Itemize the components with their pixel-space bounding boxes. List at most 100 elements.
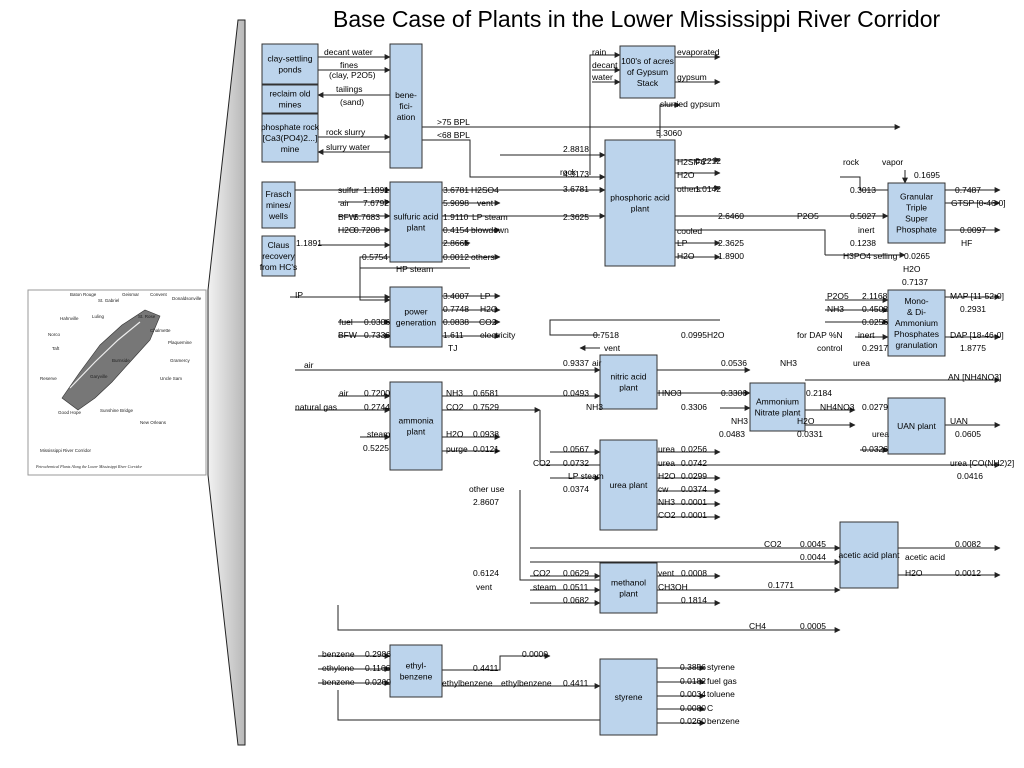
stream-label-v-0-0082: 0.0082 bbox=[955, 539, 981, 549]
stream-label-h2o-a: H2O bbox=[446, 429, 464, 439]
stream-label-v-0-4411b: 0.4411 bbox=[563, 678, 589, 688]
stream-label-v-1-8900: 1.8900 bbox=[718, 251, 744, 261]
stream-label-v-0-3306a: 0.3306 bbox=[721, 388, 747, 398]
map-label: Gramercy bbox=[170, 358, 191, 363]
stream-label-v-0-1695: 0.1695 bbox=[914, 170, 940, 180]
map-label: New Orleans bbox=[140, 420, 167, 425]
box-label: Frasch bbox=[266, 189, 292, 199]
map-label: Sunshine Bridge bbox=[100, 408, 134, 413]
box-label: Stack bbox=[637, 78, 659, 88]
stream-label-v-0-2212: 0.2212 bbox=[695, 156, 721, 166]
stream-label-bfw-s: BFW bbox=[338, 212, 357, 222]
stream-label-benzene1: benzene bbox=[322, 649, 355, 659]
stream-label-v-0-5027: 0.5027 bbox=[850, 211, 876, 221]
box-label: of Gypsum bbox=[627, 67, 668, 77]
stream-label-air-n: air bbox=[592, 358, 602, 368]
stream-label-v-0-0080: 0.0080 bbox=[680, 703, 706, 713]
stream-label-urea-o1: urea bbox=[658, 444, 675, 454]
stream-label-an-out: AN [NH4NO3] bbox=[948, 372, 1001, 382]
stream-label-v-5-9098: 5.9098 bbox=[443, 198, 469, 208]
stream-label-styrene-o: styrene bbox=[707, 662, 735, 672]
box-label: Phosphates bbox=[894, 329, 939, 339]
stream-label-ethylbenzene2: ethylbenzene bbox=[501, 678, 552, 688]
box-label: power bbox=[404, 307, 427, 317]
stream-label-h2o-g: H2O bbox=[480, 304, 498, 314]
stream-label-v-0-7529: 0.7529 bbox=[473, 402, 499, 412]
stream-label-v-0-7748: 0.7748 bbox=[443, 304, 469, 314]
stream-label-v-3-4007: 3.4007 bbox=[443, 291, 469, 301]
stream-label-v-0-4502: 0.4502 bbox=[862, 304, 888, 314]
stream-label-lp-g: LP bbox=[480, 291, 491, 301]
box-label: plant bbox=[619, 383, 638, 393]
stream-label-h2o-m: H2O bbox=[903, 264, 921, 274]
stream-label-v-0-0256b: 0.0256 bbox=[681, 444, 707, 454]
flow-lines bbox=[290, 52, 1001, 726]
stream-label-v-1-0142: 1.0142 bbox=[695, 184, 721, 194]
box-label: Nitrate plant bbox=[755, 408, 801, 418]
box-label: nitric acid bbox=[611, 372, 647, 382]
stream-label-v-0-2931: 0.2931 bbox=[960, 304, 986, 314]
stream-label-v-0-6581: 0.6581 bbox=[473, 388, 499, 398]
stream-label-v-0-0000: 0.0000 bbox=[522, 649, 548, 659]
stream-label-v-0-0682: 0.0682 bbox=[563, 595, 589, 605]
box-label: generation bbox=[396, 318, 436, 328]
stream-label-v-0-1238: 0.1238 bbox=[850, 238, 876, 248]
stream-label-v-0-2917: 0.2917 bbox=[862, 343, 888, 353]
box-label: urea plant bbox=[610, 480, 648, 490]
stream-label-v-0-0260a: 0.0260 bbox=[365, 677, 391, 687]
page-title: Base Case of Plants in the Lower Mississ… bbox=[333, 6, 941, 32]
stream-label-carbon: C bbox=[707, 703, 713, 713]
stream-label-steam-a: steam bbox=[367, 429, 390, 439]
stream-label-v-0-6124: 0.6124 bbox=[473, 568, 499, 578]
box-urea: urea plant bbox=[599, 439, 658, 531]
stream-label-sand: (sand) bbox=[340, 97, 364, 107]
stream-label-toluene: toluene bbox=[707, 689, 735, 699]
stream-label-slurry-water: slurry water bbox=[326, 142, 370, 152]
map-label: Hahnville bbox=[60, 316, 79, 321]
box-label: reclaim old bbox=[269, 89, 310, 99]
zoom-wedge bbox=[207, 19, 246, 746]
box-label: ethyl- bbox=[406, 661, 427, 671]
stream-label-v-0-0629: 0.0629 bbox=[563, 568, 589, 578]
stream-label-v-0-0260b: 0.0260 bbox=[680, 716, 706, 726]
stream-label-v-0-2184: 0.2184 bbox=[806, 388, 832, 398]
map-label: St. Gabriel bbox=[98, 298, 119, 303]
stream-label-urea-c: urea bbox=[853, 358, 870, 368]
box-label: from HC's bbox=[260, 262, 298, 272]
stream-label-v-0-0279: 0.0279 bbox=[862, 402, 888, 412]
box-label: styrene bbox=[615, 692, 643, 702]
box-acetic: acetic acid plant bbox=[839, 521, 900, 589]
box-label: Granular bbox=[900, 192, 933, 202]
stream-label-v-0-2744: 0.2744 bbox=[364, 402, 390, 412]
stream-label-v-0-0374b: 0.0374 bbox=[681, 484, 707, 494]
stream-label-v-0-7200: 0.7200 bbox=[364, 388, 390, 398]
stream-label-v-0-0938: 0.0938 bbox=[473, 429, 499, 439]
box-label: recovery bbox=[262, 251, 295, 261]
stream-label-v-0-0045: 0.0045 bbox=[800, 539, 826, 549]
stream-label-bfw-g: BFW bbox=[338, 330, 357, 340]
box-label: mines bbox=[279, 100, 302, 110]
box-label: UAN plant bbox=[897, 421, 936, 431]
stream-label-v-0-0567: 0.0567 bbox=[563, 444, 589, 454]
box-label: Triple bbox=[906, 203, 927, 213]
stream-label-v-0-7487: 0.7487 bbox=[955, 185, 981, 195]
stream-label-v-0-0306: 0.0306 bbox=[364, 317, 390, 327]
stream-label-lp-p: LP bbox=[677, 238, 688, 248]
box-label: Ammonium bbox=[756, 397, 799, 407]
stream-label-v-2-6460: 2.6460 bbox=[718, 211, 744, 221]
stream-label-co2-ac: CO2 bbox=[764, 539, 782, 549]
stream-label-v-7-6792: 7.6792 bbox=[363, 198, 389, 208]
stream-label-v-5-3060: 5.3060 bbox=[656, 128, 682, 138]
stream-label-nh3-m: NH3 bbox=[827, 304, 844, 314]
stream-label-vapor: vapor bbox=[882, 157, 903, 167]
stream-label-rain: rain bbox=[592, 47, 606, 57]
